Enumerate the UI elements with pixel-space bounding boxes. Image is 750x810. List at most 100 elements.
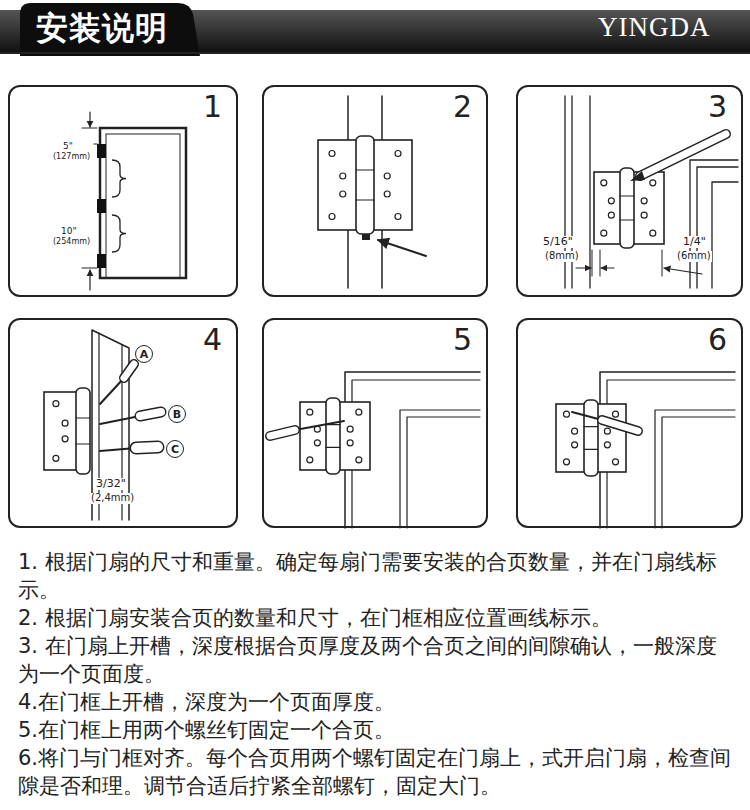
hinge-mark (97, 199, 106, 213)
dimension-arrow (89, 270, 90, 290)
door-frame (100, 128, 186, 278)
dimension-arrow (89, 112, 90, 127)
hinge-leaf (300, 402, 328, 470)
frame-line (690, 160, 738, 288)
pencil-outline (640, 134, 726, 176)
dimension-arrow (601, 267, 614, 268)
header-tab (20, 3, 200, 56)
door-edge (98, 333, 99, 520)
door-edge (92, 330, 129, 520)
screw-hole (641, 212, 647, 218)
callout-letter: B (173, 409, 181, 420)
screw-hole (62, 436, 68, 442)
hinge-knuckle (356, 136, 374, 234)
dimension-label: 5" (62, 142, 74, 151)
screw-hole (314, 440, 320, 446)
hinge-mark (97, 254, 106, 268)
drill-handle-outline (136, 447, 158, 448)
screw-hole (62, 420, 68, 426)
brace (112, 160, 126, 197)
callout-circle: A (135, 345, 153, 363)
screw-hole (564, 459, 570, 465)
screw-hole (650, 180, 656, 186)
screw-hole (53, 455, 59, 461)
frame-line (352, 380, 480, 528)
screwdriver-handle-outline (124, 364, 134, 378)
hinge-mark (97, 144, 106, 158)
instruction-step: 6.将门与门框对齐。每个合页用两个螺钉固定在门扇上，式开启门扇，检查间隙是否和理… (18, 744, 734, 800)
screw-hole (604, 442, 610, 448)
screw-hole (641, 198, 647, 204)
pencil-body (640, 134, 726, 176)
drill-shaft (100, 416, 140, 424)
callout-letter: A (140, 349, 149, 360)
screwdriver-shaft (100, 378, 124, 404)
screw-hole (340, 191, 346, 197)
screw-hole (601, 180, 607, 186)
screwdriver-handle (124, 364, 134, 378)
dimension-tick (592, 250, 593, 276)
instruction-step: 1. 根据门扇的尺寸和重量。确定每扇门需要安装的合页数量，并在门扇线标示。 (18, 548, 734, 604)
brand-name: YINGDA (597, 13, 711, 41)
knuckle-joint (76, 443, 90, 444)
step-panel: 2 (262, 85, 488, 297)
dimension-tick (662, 250, 663, 276)
drill-handle (140, 412, 161, 416)
screw-hole (395, 214, 401, 220)
screw-hole (613, 459, 619, 465)
screw-hole (347, 440, 353, 446)
hinge-leaf (338, 402, 370, 470)
dimension-label: 5/16" (542, 236, 574, 248)
screw-hole (384, 191, 390, 197)
instructions: 1. 根据门扇的尺寸和重量。确定每扇门需要安装的合页数量，并在门扇线标示。2. … (18, 548, 734, 800)
knuckle-joint (620, 195, 634, 196)
dimension-tick (82, 128, 97, 129)
dimension-arrow (576, 267, 591, 268)
dimension-label: (2,4mm) (90, 493, 135, 504)
page-title: 安装说明 (36, 8, 168, 48)
screw-hole (384, 173, 390, 179)
step-number: 1 (10, 89, 222, 125)
callout-circle: C (166, 440, 184, 458)
screwdriver-handle (270, 430, 295, 436)
screw-hole (356, 457, 362, 463)
screw-hole (608, 212, 614, 218)
screw-hole (601, 230, 607, 236)
screw-hole (53, 401, 59, 407)
pencil-tip (630, 171, 645, 181)
screw-hole (340, 173, 346, 179)
brace (112, 215, 126, 252)
frame-line (712, 182, 738, 288)
screw-hole (395, 151, 401, 157)
knuckle-joint (584, 449, 598, 450)
hinge-knuckle (584, 400, 598, 476)
hinge-knuckle (326, 398, 340, 474)
dimension-tick (82, 268, 97, 269)
screw-hole (564, 411, 570, 417)
hinge-leaf (596, 404, 626, 472)
knuckle-joint (620, 219, 634, 220)
hinge-pin (362, 234, 370, 240)
dimension-label: (254mm) (52, 238, 91, 246)
hinge-leaf (632, 172, 664, 244)
screw-hole (307, 409, 313, 415)
knuckle-joint (356, 199, 374, 200)
step-number: 4 (10, 322, 222, 358)
step-number: 3 (518, 89, 727, 125)
screw-hole (329, 151, 335, 157)
screwdriver-handle (602, 420, 638, 431)
step-panel: 5 (262, 318, 488, 528)
dimension-label: (8mm) (544, 251, 580, 262)
step-number: 5 (264, 322, 472, 358)
screw-hole (608, 198, 614, 204)
screw-hole (604, 428, 610, 434)
knuckle-joint (326, 447, 340, 448)
screw-hole (572, 442, 578, 448)
dimension-tick (94, 144, 97, 145)
knuckle-joint (356, 169, 374, 170)
hinge-knuckle (76, 388, 90, 474)
pointer-arrow (378, 240, 426, 256)
